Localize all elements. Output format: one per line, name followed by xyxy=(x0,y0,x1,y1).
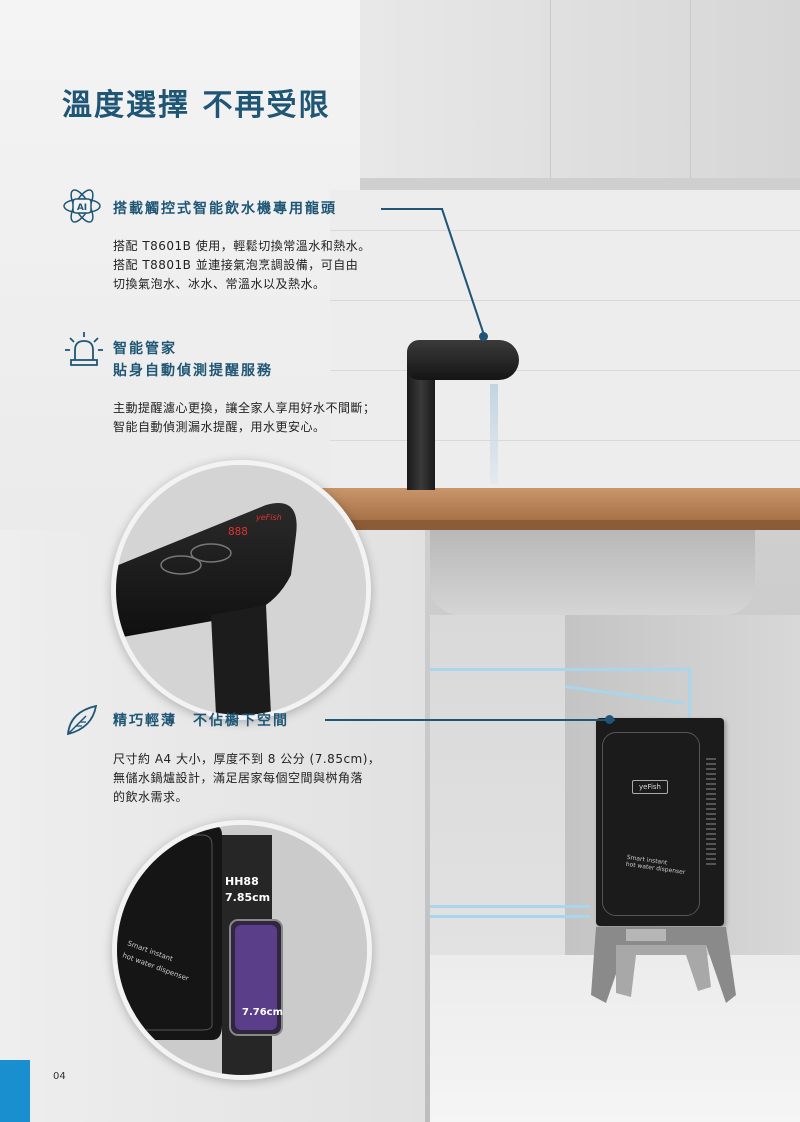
callout-line xyxy=(381,208,443,210)
feature-subheading-smart: 貼身自動偵測提醒服務 xyxy=(113,363,273,379)
water-pipe xyxy=(430,915,590,918)
thickness-closeup: HH88 7.85cm 7.76cm Smart instant hot wat… xyxy=(112,820,372,1080)
ai-atom-icon: AI xyxy=(63,189,101,223)
backsplash xyxy=(330,190,800,490)
faucet-closeup: 888 yeFish xyxy=(111,460,371,720)
feature-heading-smart: 智能管家 xyxy=(113,341,177,357)
cabinet-floor xyxy=(430,955,800,1122)
callout-line xyxy=(325,719,615,721)
feature-desc-faucet: 搭配 T8601B 使用，輕鬆切換常溫水和熱水。 搭配 T8801B 並連接氣泡… xyxy=(113,239,371,291)
dispenser-stand xyxy=(591,927,736,1003)
faucet-head xyxy=(407,340,519,380)
feature-heading-slim: 精巧輕薄 不佔櫥下空間 xyxy=(113,713,289,729)
page-title: 溫度選擇 不再受限 xyxy=(62,88,331,123)
callout-dot xyxy=(605,715,614,724)
svg-text:HH88: HH88 xyxy=(225,875,259,888)
feature-desc-smart: 主動提醒濾心更換，讓全家人享用好水不間斷； 智能自動偵測漏水提醒，用水更安心。 xyxy=(113,401,376,434)
callout-dot xyxy=(479,332,488,341)
water-pipe xyxy=(688,668,691,730)
water-stream xyxy=(490,384,498,484)
feather-icon xyxy=(66,704,98,736)
page-number: 04 xyxy=(53,1071,66,1082)
countertop-edge xyxy=(220,520,800,530)
water-dispenser: yeFish Smart instant hot water dispenser xyxy=(596,718,724,926)
water-pipe xyxy=(430,668,690,671)
svg-text:AI: AI xyxy=(77,203,87,213)
callout-line xyxy=(441,208,485,336)
upper-cabinet xyxy=(360,0,800,190)
page-tab xyxy=(0,1060,30,1122)
alarm-light-icon xyxy=(65,332,103,366)
sink-basin xyxy=(430,530,755,615)
brand-logo: yeFish xyxy=(632,780,668,794)
vent-grille xyxy=(706,758,716,868)
svg-text:yeFish: yeFish xyxy=(255,513,282,522)
feature-heading-faucet: 搭載觸控式智能飲水機專用龍頭 xyxy=(113,201,337,217)
water-pipe xyxy=(430,905,590,908)
feature-desc-slim: 尺寸約 A4 大小，厚度不到 8 公分 (7.85cm)， 無儲水鍋爐設計，滿足… xyxy=(113,752,381,804)
svg-text:888: 888 xyxy=(228,525,248,538)
svg-text:7.85cm: 7.85cm xyxy=(225,891,270,904)
svg-text:7.76cm: 7.76cm xyxy=(242,1007,283,1018)
